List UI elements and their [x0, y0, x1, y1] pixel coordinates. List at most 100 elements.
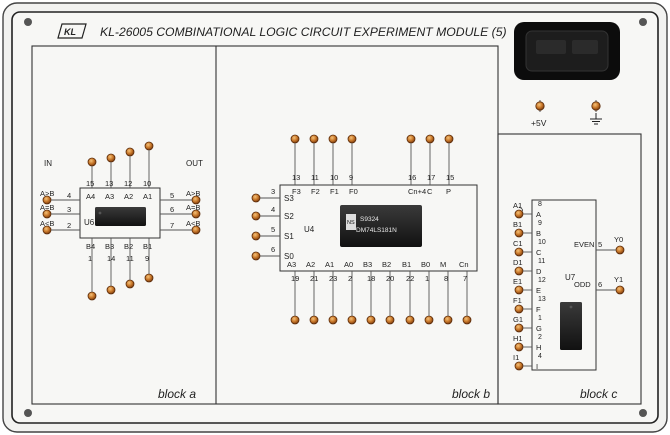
block-b-bottom-signal: B0	[421, 260, 430, 269]
block-a-out-pin: 5	[170, 191, 174, 200]
block-a-top-jack[interactable]	[125, 147, 135, 157]
block-c-in-terminal: E1	[513, 277, 522, 286]
block-c-in-pin: 13	[538, 296, 546, 303]
block-b-top-jack[interactable]	[328, 134, 338, 144]
block-b-top-pin: 13	[292, 173, 300, 182]
block-b-top-jack[interactable]	[347, 134, 357, 144]
block-b-bottom-pin: 1	[425, 274, 429, 283]
block-b-bottom-jack[interactable]	[424, 315, 434, 325]
block-c-in-signal: I	[536, 362, 538, 371]
block-c-in-jack[interactable]	[514, 209, 524, 219]
block-c-in-terminal: G1	[513, 315, 523, 324]
block-c-in-jack[interactable]	[514, 361, 524, 371]
block-a-out-signal: A=B	[186, 203, 200, 212]
block-c-in-jack[interactable]	[514, 266, 524, 276]
block-b-left-signal: S1	[284, 232, 294, 241]
block-c-in-signal: F	[536, 305, 541, 314]
block-b-bottom-jack[interactable]	[462, 315, 472, 325]
block-a-bottom-signal: B1	[143, 242, 152, 251]
block-b-bottom-jack[interactable]	[366, 315, 376, 325]
block-c-in-jack[interactable]	[514, 323, 524, 333]
block-b-bottom-pin: 8	[444, 274, 448, 283]
block-c-in-jack[interactable]	[514, 228, 524, 238]
block-c-out-jack[interactable]	[615, 285, 625, 295]
block-c-in-jack[interactable]	[514, 285, 524, 295]
block-a-in-signal: A>B	[40, 189, 54, 198]
vcc-jack[interactable]	[535, 101, 545, 111]
ground-icon	[590, 113, 602, 125]
block-c-in-signal: C	[536, 248, 542, 257]
block-b-bottom-jack[interactable]	[328, 315, 338, 325]
block-b-bottom-jack[interactable]	[385, 315, 395, 325]
block-b-top-pin: 9	[349, 173, 353, 182]
block-b-top-pin: 17	[427, 173, 435, 182]
block-a-out-signal: A<B	[186, 219, 200, 228]
u4-label: U4	[304, 225, 315, 234]
block-a-out-pin: 7	[170, 221, 174, 230]
block-a-top-signal: A4	[86, 192, 95, 201]
block-a-bottom-jack[interactable]	[144, 273, 154, 283]
block-b-bottom-pin: 18	[367, 274, 375, 283]
brand-logo-icon: KL	[57, 23, 87, 39]
ic-u4: NS S9324 DM74LS181N	[340, 205, 422, 247]
block-b-bottom-signal: B2	[382, 260, 391, 269]
block-a-top-pin: 10	[143, 179, 151, 188]
block-c-in-terminal: I1	[513, 353, 519, 362]
block-b-top-jack[interactable]	[290, 134, 300, 144]
block-a-bottom-jack[interactable]	[106, 285, 116, 295]
block-c-in-jack[interactable]	[514, 342, 524, 352]
block-a-in-pin: 3	[67, 205, 71, 214]
block-a-top-jack[interactable]	[87, 157, 97, 167]
block-c-in-signal: G	[536, 324, 542, 333]
block-c-out-jack[interactable]	[615, 245, 625, 255]
block-c-in-jack[interactable]	[514, 304, 524, 314]
block-b-bottom-jack[interactable]	[347, 315, 357, 325]
block-b-top-signal: P	[446, 187, 451, 196]
block-a-bottom-signal: B4	[86, 242, 95, 251]
block-b-left-jack[interactable]	[251, 193, 261, 203]
block-b-left-pin: 3	[271, 187, 275, 196]
block-b-top-jack[interactable]	[309, 134, 319, 144]
block-b-bottom-signal: A3	[287, 260, 296, 269]
block-a-bottom-jack[interactable]	[125, 279, 135, 289]
block-b-bottom-jack[interactable]	[405, 315, 415, 325]
block-b-top-jack[interactable]	[425, 134, 435, 144]
block-b-top-jack[interactable]	[444, 134, 454, 144]
block-b-top-signal: F1	[330, 187, 339, 196]
block-b-left-jack[interactable]	[251, 251, 261, 261]
block-b-bottom-jack[interactable]	[290, 315, 300, 325]
screw-icon	[639, 18, 647, 26]
block-c-in-jack[interactable]	[514, 247, 524, 257]
screw-icon	[24, 18, 32, 26]
gnd-jack[interactable]	[591, 101, 601, 111]
block-a-bottom-pin: 14	[107, 254, 115, 263]
u6-label: U6	[84, 218, 95, 227]
block-a-top-signal: A3	[105, 192, 114, 201]
block-b-bottom-jack[interactable]	[309, 315, 319, 325]
block-b-top-pin: 16	[408, 173, 416, 182]
block-b-left-jack[interactable]	[251, 211, 261, 221]
screw-icon	[24, 409, 32, 417]
block-b-top-signal: C	[427, 187, 433, 196]
block-c-in-signal: D	[536, 267, 542, 276]
block-c-in-signal: A	[536, 210, 541, 219]
block-b-bottom-signal: B1	[402, 260, 411, 269]
block-b-left-pin: 4	[271, 205, 275, 214]
block-a-top-jack[interactable]	[106, 153, 116, 163]
block-a-out-signal: A>B	[186, 189, 200, 198]
block-a-top-jack[interactable]	[144, 141, 154, 151]
panel-title: KL-26005 COMBINATIONAL LOGIC CIRCUIT EXP…	[100, 25, 507, 39]
block-c-in-terminal: F1	[513, 296, 522, 305]
block-c-label: block c	[580, 387, 617, 401]
block-b-bottom-pin: 7	[463, 274, 467, 283]
block-a-bottom-jack[interactable]	[87, 291, 97, 301]
block-b-left-jack[interactable]	[251, 231, 261, 241]
power-connector[interactable]	[514, 22, 620, 80]
block-b-top-jack[interactable]	[406, 134, 416, 144]
block-a-top-signal: A2	[124, 192, 133, 201]
block-c-in-signal: B	[536, 229, 541, 238]
block-b-bottom-jack[interactable]	[443, 315, 453, 325]
block-a-out-pin: 6	[170, 205, 174, 214]
block-b-top-signal: Cn+4	[408, 187, 426, 196]
block-b-top-pin: 15	[446, 173, 454, 182]
